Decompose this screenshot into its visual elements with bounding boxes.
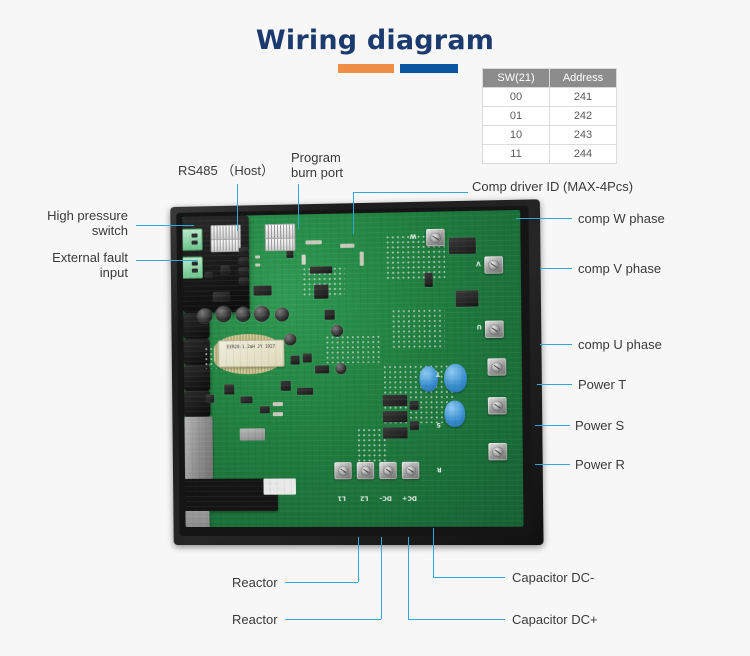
callout-power-r: Power R (575, 457, 625, 472)
callout-reactor-2: Reactor (232, 612, 278, 627)
leader-comp-driver-id-v (353, 192, 354, 234)
callout-power-t: Power T (578, 377, 627, 392)
callout-comp-v-phase: comp V phase (578, 261, 662, 276)
silk-v: V (475, 259, 481, 267)
cell-sw: 01 (482, 106, 550, 126)
leader-capacitor-dc-plus-v (408, 537, 409, 619)
table-row: 11 244 (482, 144, 617, 164)
leader-external-fault-input (136, 260, 198, 261)
callout-external-fault-input: External fault input (52, 250, 128, 280)
pcb-surface: EER28-1.2mH JY 1927 MOD-28 1801 9081 (182, 209, 524, 527)
leader-capacitor-dc-plus-h (408, 619, 505, 620)
table-header-address: Address (549, 68, 617, 88)
leader-program-burn-port (298, 184, 299, 229)
title-underline-orange (338, 64, 394, 73)
leader-comp-driver-id-h (353, 192, 468, 193)
leader-power-r (535, 464, 570, 465)
callout-high-pressure-switch: High pressure switch (47, 208, 128, 238)
leader-power-s (535, 425, 570, 426)
table-header-sw: SW(21) (482, 68, 550, 88)
table-header-row: SW(21) Address (482, 68, 617, 88)
callout-program-burn-port: Program burn port (291, 150, 344, 180)
callout-capacitor-dc-plus: Capacitor DC+ (512, 612, 598, 627)
leader-comp-w-phase (516, 218, 572, 219)
terminal-power-r (488, 442, 508, 461)
table-row: 10 243 (482, 125, 617, 145)
callout-power-s: Power S (575, 418, 625, 433)
terminal-comp-v (484, 256, 504, 274)
leader-power-t (537, 384, 572, 385)
leader-reactor-2-h (285, 619, 381, 620)
leader-capacitor-dc-minus-v (433, 528, 434, 577)
silk-s: S (436, 420, 441, 429)
silk-r: R (436, 465, 442, 473)
table-row: 00 241 (482, 87, 617, 107)
silk-l2: L2 (360, 494, 369, 502)
leader-reactor-1-h (285, 582, 358, 583)
leader-capacitor-dc-minus-h (433, 577, 505, 578)
cell-address: 241 (549, 87, 617, 107)
pcb-board: EER28-1.2mH JY 1927 MOD-28 1801 9081 (170, 199, 544, 546)
page-title: Wiring diagram (255, 25, 495, 56)
callout-reactor-1: Reactor (232, 575, 278, 590)
leader-reactor-1-v (358, 537, 359, 582)
cell-address: 244 (549, 144, 617, 164)
transformer-label: EER28-1.2mH JY 1927 (217, 339, 285, 368)
cell-sw: 11 (482, 144, 550, 164)
callout-comp-driver-id: Comp driver ID (MAX-4Pcs) (472, 179, 634, 194)
cell-sw: 00 (482, 87, 550, 107)
title-underline (338, 64, 458, 73)
leader-high-pressure-switch (136, 225, 194, 226)
callout-rs485-host: RS485 （Host） (177, 163, 275, 178)
silk-u: U (476, 322, 482, 331)
table-row: 01 242 (482, 106, 617, 126)
terminal-l2 (356, 461, 375, 480)
leader-rs485-host (237, 184, 238, 231)
address-table: SW(21) Address 00 241 01 242 10 243 11 2… (482, 68, 617, 164)
callout-comp-u-phase: comp U phase (578, 337, 662, 352)
terminal-power-t (487, 358, 507, 376)
cell-address: 243 (549, 125, 617, 145)
silk-t: T (435, 370, 441, 378)
silk-l1: L1 (337, 494, 346, 502)
leader-comp-u-phase (540, 344, 572, 345)
callout-capacitor-dc-minus: Capacitor DC- (512, 570, 595, 585)
leader-comp-v-phase (540, 268, 572, 269)
callout-comp-w-phase: comp W phase (578, 211, 665, 226)
terminal-dc-plus (401, 461, 420, 480)
terminal-dc-minus (379, 461, 397, 480)
cell-address: 242 (549, 106, 617, 126)
title-underline-blue (400, 64, 458, 73)
leader-reactor-2-v (381, 537, 382, 619)
blue-capacitor (443, 363, 468, 393)
silk-dc-minus: DC- (379, 494, 392, 502)
terminal-comp-w (426, 228, 445, 247)
terminal-l1 (334, 462, 352, 480)
silk-w: W (409, 232, 417, 240)
cell-sw: 10 (482, 125, 550, 145)
board-frame: EER28-1.2mH JY 1927 MOD-28 1801 9081 (170, 199, 544, 546)
blue-capacitor (444, 400, 466, 428)
terminal-comp-u (484, 320, 504, 339)
silk-dc-plus: DC+ (402, 494, 418, 502)
terminal-power-s (487, 396, 507, 415)
